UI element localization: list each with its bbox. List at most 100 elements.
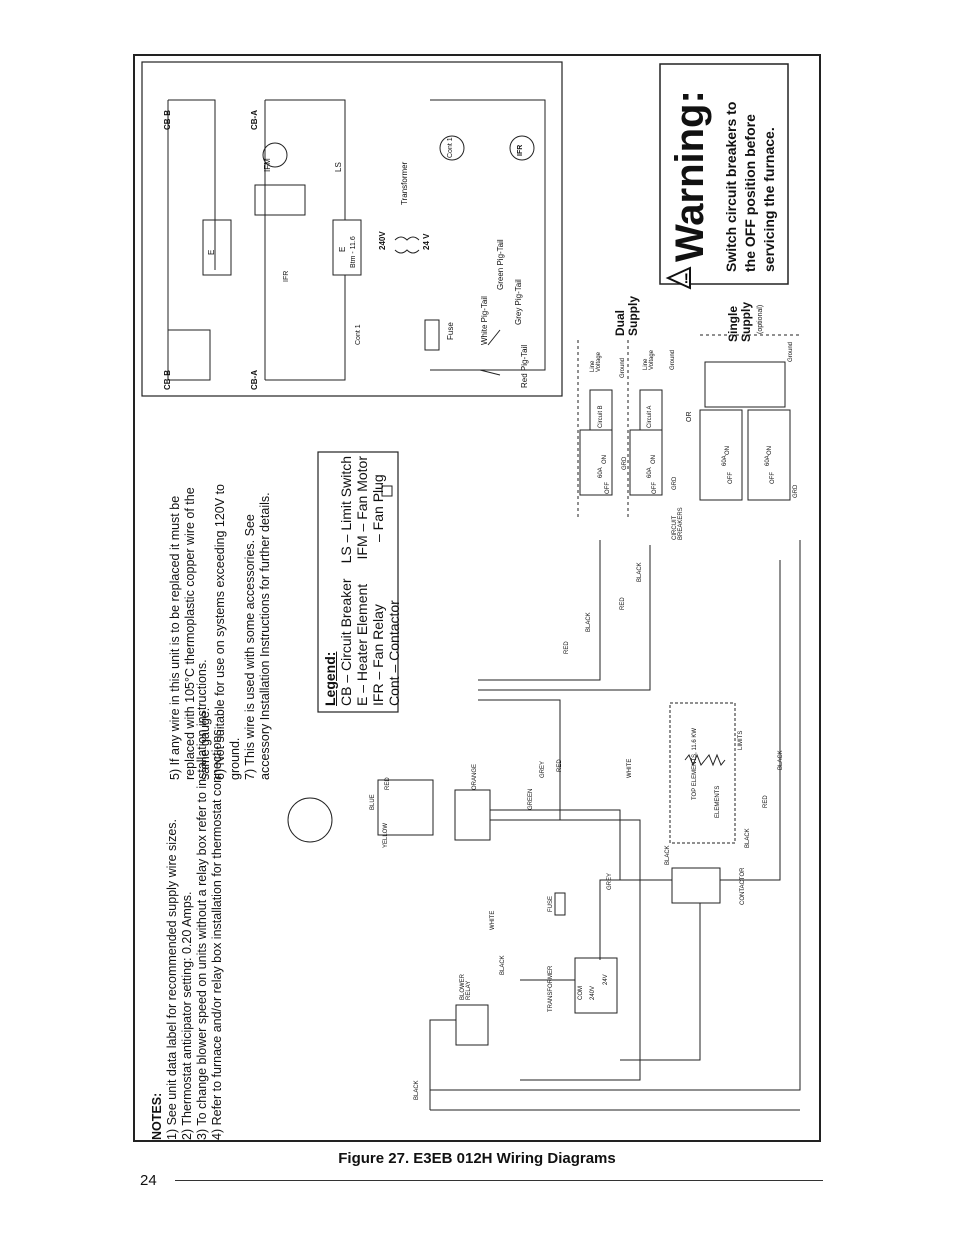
terminal-strip	[454, 789, 491, 841]
speed-tap-block	[254, 184, 306, 216]
wire-orange: ORANGE	[472, 763, 478, 790]
blower-motor-icon	[287, 797, 333, 843]
amp-s2-label: 60A	[765, 455, 771, 466]
top-elements-label: TOP ELEMENTS, 11.6 KW	[692, 727, 698, 800]
limits-box	[669, 702, 736, 844]
legend-fan-plug: – Fan Plug	[370, 474, 386, 542]
transformer-coil	[394, 236, 420, 241]
v240-wire-label: 240V	[590, 985, 596, 1000]
legend-title: Legend:	[322, 651, 338, 706]
legend-e: E – Heater Element	[354, 583, 370, 706]
page-number: 24	[140, 1172, 157, 1189]
on-s1-label: ON	[725, 446, 731, 455]
on-s2-label: ON	[767, 446, 773, 455]
circuit-b-label: Circuit B	[598, 405, 604, 428]
heater-element-bottom	[332, 219, 362, 276]
contactor-label: CONTACTOR	[740, 867, 746, 905]
wire-red-2: RED	[564, 641, 570, 654]
wire-red-1: RED	[557, 759, 563, 772]
warning-line-2: the OFF position before	[742, 114, 758, 272]
wire-red-3: RED	[620, 597, 626, 610]
grey-pigtail-label: Grey Pig-Tail	[514, 279, 523, 325]
cont1-label: Cont 1	[355, 324, 362, 345]
contactor-box	[671, 867, 721, 904]
line-voltage-a: Line Voltage	[643, 349, 655, 370]
fan-relay-coil	[509, 135, 535, 161]
wire-red-4: RED	[763, 795, 769, 808]
grd-label-1: GRD	[622, 456, 628, 470]
wire-black-2: BLACK	[586, 612, 592, 632]
wire-grey-1: GREY	[540, 760, 546, 778]
v24-wire-label: 24V	[603, 974, 609, 985]
warning-title: Warning:	[668, 90, 712, 262]
or-label: OR	[686, 411, 693, 423]
exclamation-icon: !	[684, 270, 689, 286]
note-5: 5) If any wire in this unit is to be rep…	[168, 487, 212, 780]
speed-plug	[377, 779, 434, 836]
wire-blue-1: BLUE	[370, 794, 376, 810]
breaker-single-2	[747, 409, 791, 501]
fan-plug-symbol	[381, 485, 393, 497]
legend-ifm: IFM – Fan Motor	[354, 456, 370, 560]
cont-coil-label: Cont 1	[447, 137, 454, 158]
terminal-block	[704, 361, 786, 408]
grd-label-3: GRD	[793, 484, 799, 498]
grd-label-2: GRD	[672, 476, 678, 490]
warning-box	[659, 63, 789, 285]
schematic-box	[141, 61, 563, 397]
amp-a-label: 60A	[647, 467, 653, 478]
footer-rule	[175, 1180, 823, 1181]
on-a-label: ON	[651, 455, 657, 464]
e-bottom-label: E	[338, 246, 347, 252]
blower-relay-box	[455, 1004, 489, 1046]
amp-s1-label: 60A	[722, 455, 728, 466]
ifr-contact-label: IFR	[283, 270, 290, 282]
ground-single-label: Ground	[788, 341, 794, 362]
figure-frame	[133, 54, 821, 1142]
off-s1-label: OFF	[728, 472, 734, 484]
note-6: 6) Not suitable for use on systems excee…	[213, 484, 242, 780]
wire-black-1: BLACK	[414, 1080, 420, 1100]
warning-text: Switch circuit breakers to the OFF posit…	[722, 102, 779, 272]
legend-ifr: IFR – Fan Relay	[370, 604, 386, 706]
wire-black-4: BLACK	[778, 750, 784, 770]
breaker-single-1	[699, 409, 743, 501]
legend-cont: Cont – Contactor	[386, 600, 402, 706]
ground-b-label: Ground	[620, 357, 626, 378]
dual-supply-label: Dual Supply	[613, 295, 640, 336]
transformer-wire-label: TRANSFORMER	[548, 965, 554, 1012]
contactor-coil	[439, 135, 465, 161]
transformer-label: Transformer	[400, 161, 409, 205]
ground-a-label: Ground	[670, 349, 676, 370]
amp-b-label: 60A	[598, 467, 604, 478]
wire-black-3: BLACK	[637, 562, 643, 582]
cb-a-right-label: CB-A	[250, 110, 259, 130]
wire-black-5: BLACK	[745, 828, 751, 848]
red-pigtail-label: Red Pig-Tail	[520, 344, 529, 388]
cb-b-left-label: CB-B	[163, 370, 172, 390]
wire-grey-2: GREY	[607, 872, 613, 890]
e-top-label: E	[207, 249, 216, 255]
off-b-label: OFF	[605, 482, 611, 494]
note-7: 7) This wire is used with some accessori…	[243, 492, 272, 780]
on-b-label: ON	[602, 455, 608, 464]
optional-label: (optional)	[757, 304, 764, 334]
blower-relay-label: BLOWER RELAY	[460, 973, 472, 1000]
wire-red-5: RED	[385, 777, 391, 790]
warning-line-3: servicing the furnace.	[761, 127, 777, 272]
v240-label: 240V	[378, 231, 387, 250]
notes-block-2: 5) If any wire in this unit is to be rep…	[168, 460, 273, 780]
wire-white-2: WHITE	[490, 910, 496, 930]
fuse-wire-label: FUSE	[548, 895, 554, 912]
fuse-label: Fuse	[446, 322, 455, 340]
btm-label: Btm - 11.6	[350, 236, 357, 268]
cb-a-left-label: CB-A	[250, 370, 259, 390]
legend-ls: LS – Limit Switch	[338, 456, 354, 564]
cb-b-right-label: CB-B	[163, 110, 172, 130]
ifr-coil-label: IFR	[517, 144, 524, 156]
elements-label: ELEMENTS	[715, 785, 721, 818]
notes-title: NOTES:	[150, 1092, 164, 1140]
off-a-label: OFF	[652, 482, 658, 494]
fuse-inline	[554, 892, 566, 916]
